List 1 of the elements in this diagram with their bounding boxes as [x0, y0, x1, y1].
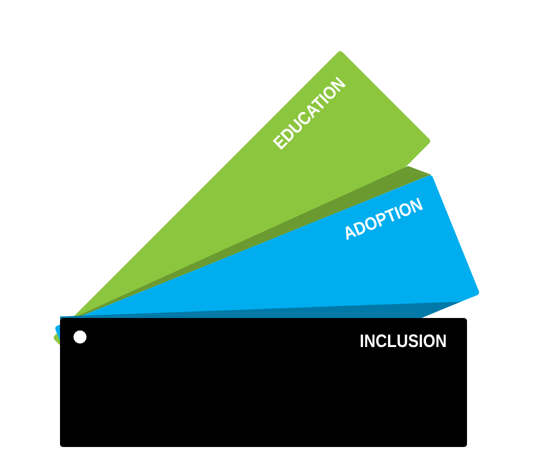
card: INCLUSION [60, 318, 467, 447]
